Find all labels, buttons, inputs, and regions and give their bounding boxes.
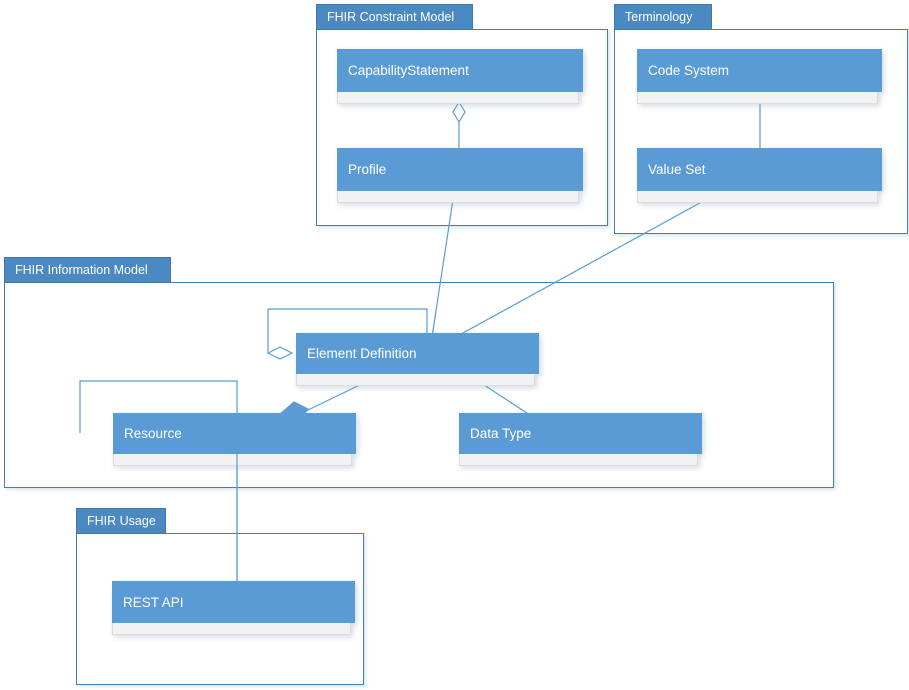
class-footer-value-set (637, 191, 878, 203)
package-tab-terminology[interactable]: Terminology (614, 4, 712, 30)
class-footer-resource (113, 454, 352, 466)
package-tab-fhir-information-model[interactable]: FHIR Information Model (4, 257, 171, 283)
class-footer-capability-statement (337, 92, 579, 104)
class-footer-profile (337, 191, 579, 203)
class-footer-element-definition (296, 374, 535, 386)
class-label-code-system: Code System (637, 49, 882, 92)
class-label-resource: Resource (113, 413, 356, 454)
class-profile[interactable]: Profile (337, 148, 583, 203)
class-data-type[interactable]: Data Type (459, 413, 702, 466)
class-footer-rest-api (112, 623, 351, 635)
class-rest-api[interactable]: REST API (112, 581, 355, 635)
package-tab-fhir-usage[interactable]: FHIR Usage (76, 508, 166, 534)
class-label-element-definition: Element Definition (296, 333, 539, 374)
class-value-set[interactable]: Value Set (637, 148, 882, 203)
class-label-rest-api: REST API (112, 581, 355, 623)
class-resource[interactable]: Resource (113, 413, 356, 466)
class-label-data-type: Data Type (459, 413, 702, 454)
class-footer-code-system (637, 92, 878, 104)
class-code-system[interactable]: Code System (637, 49, 882, 104)
class-capability-statement[interactable]: CapabilityStatement (337, 49, 583, 104)
class-element-definition[interactable]: Element Definition (296, 333, 539, 386)
class-label-profile: Profile (337, 148, 583, 191)
class-footer-data-type (459, 454, 698, 466)
class-label-value-set: Value Set (637, 148, 882, 191)
package-tab-fhir-constraint-model[interactable]: FHIR Constraint Model (316, 4, 473, 30)
class-label-capability-statement: CapabilityStatement (337, 49, 583, 92)
